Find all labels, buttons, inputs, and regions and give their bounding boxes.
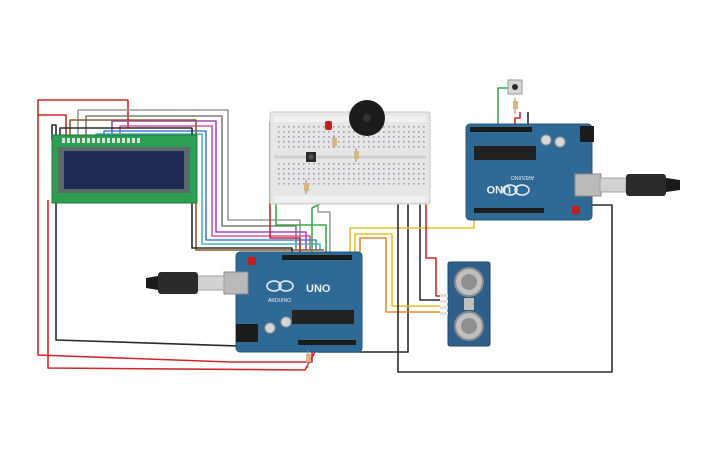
- wire-yellow-2[interactable]: [354, 233, 440, 307]
- wire-black-left-long[interactable]: [51, 124, 301, 349]
- red-led[interactable]: [325, 121, 332, 130]
- reset-button-secondary[interactable]: [572, 206, 580, 214]
- pushbutton-top[interactable]: [507, 79, 523, 95]
- atmega-chip-secondary: [474, 146, 536, 160]
- resistor-top[interactable]: [513, 98, 518, 114]
- arduino-uno-secondary[interactable]: UNO ARDUINO: [465, 123, 602, 221]
- breadboard[interactable]: [269, 111, 431, 205]
- wire-black-right-long[interactable]: [397, 198, 613, 373]
- breadboard-holes: [278, 126, 425, 185]
- wire-green-top-button[interactable]: [497, 87, 510, 128]
- arduino-secondary-model: UNO: [486, 183, 511, 195]
- lcd-display[interactable]: [51, 134, 198, 204]
- arduino-main-model: UNO: [306, 283, 331, 295]
- ultrasonic-pins: [440, 294, 448, 315]
- resistor-1[interactable]: [332, 135, 337, 148]
- resistor-bottom[interactable]: [306, 350, 311, 368]
- atmega-chip-main: [292, 310, 354, 324]
- wire-orange-ultrasonic[interactable]: [359, 237, 440, 313]
- usb-port-secondary[interactable]: [574, 173, 602, 197]
- usb-port-main[interactable]: [223, 271, 249, 295]
- wire-red-lcd-loop[interactable]: [37, 99, 129, 140]
- resistor-2[interactable]: [354, 148, 359, 162]
- wire-red-ultrasonic[interactable]: [425, 200, 440, 297]
- resistor-3[interactable]: [304, 180, 309, 194]
- wire-blue-lcd[interactable]: [103, 130, 317, 250]
- arduino-uno-main[interactable]: UNO ARDUINO: [223, 251, 363, 353]
- reset-button-main[interactable]: [248, 257, 256, 265]
- lcd-pin-header: [62, 138, 140, 143]
- arduino-logo-secondary: [502, 184, 530, 196]
- wire-brown-lcd[interactable]: [69, 119, 324, 251]
- arduino-logo-main: [266, 280, 294, 292]
- wire-black-breadboard-right-2[interactable]: [419, 200, 440, 301]
- wires-layer: [37, 87, 613, 373]
- wire-purple-lcd[interactable]: [111, 120, 307, 250]
- wire-red-top[interactable]: [514, 112, 521, 128]
- power-jack-secondary[interactable]: [580, 126, 594, 142]
- buzzer[interactable]: [349, 100, 385, 136]
- usb-cable-main[interactable]: [146, 272, 225, 294]
- usb-cable-secondary[interactable]: [599, 174, 680, 196]
- ultrasonic-sensor[interactable]: [440, 261, 491, 347]
- arduino-main-brand: ARDUINO: [268, 298, 291, 304]
- arduino-secondary-brand: ARDUINO: [511, 174, 534, 180]
- wire-yellow-1[interactable]: [349, 210, 475, 252]
- pushbutton-breadboard[interactable]: [306, 152, 316, 162]
- power-jack-main[interactable]: [236, 324, 258, 342]
